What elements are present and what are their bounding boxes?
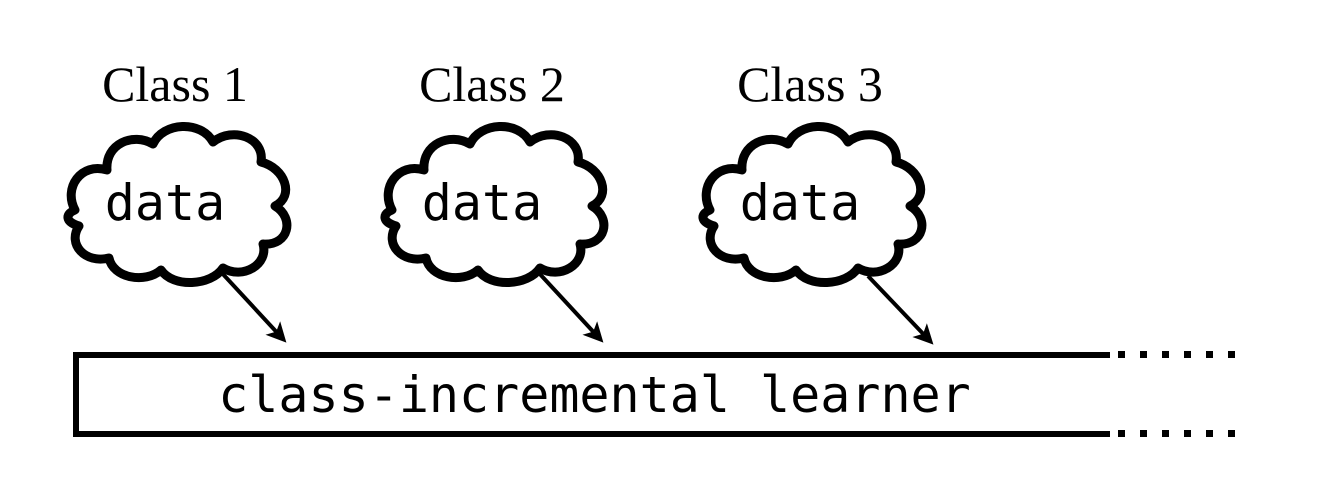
class-2-data-label: data — [421, 174, 543, 232]
cloud-icon — [63, 122, 292, 287]
learner-box: class-incremental learner — [73, 352, 1110, 437]
class-3-data-label: data — [739, 174, 861, 232]
class-2-label: Class 2 — [419, 56, 565, 112]
learner-label: class-incremental learner — [218, 365, 971, 424]
cloud-icon — [380, 122, 609, 287]
class-2-cloud: data — [372, 112, 612, 290]
class-1-label: Class 1 — [102, 56, 248, 112]
class-3-label: Class 3 — [737, 56, 883, 112]
class-group-2: Class 2 data — [372, 58, 612, 298]
cloud-icon — [698, 122, 927, 287]
class-1-cloud: data — [55, 112, 295, 290]
class-group-1: Class 1 data — [55, 58, 295, 298]
continuation-dots-top-icon — [1118, 351, 1244, 358]
class-3-cloud: data — [690, 112, 930, 290]
continuation-dots-bottom-icon — [1118, 430, 1244, 437]
class-1-data-label: data — [104, 174, 226, 232]
class-group-3: Class 3 data — [690, 58, 930, 298]
